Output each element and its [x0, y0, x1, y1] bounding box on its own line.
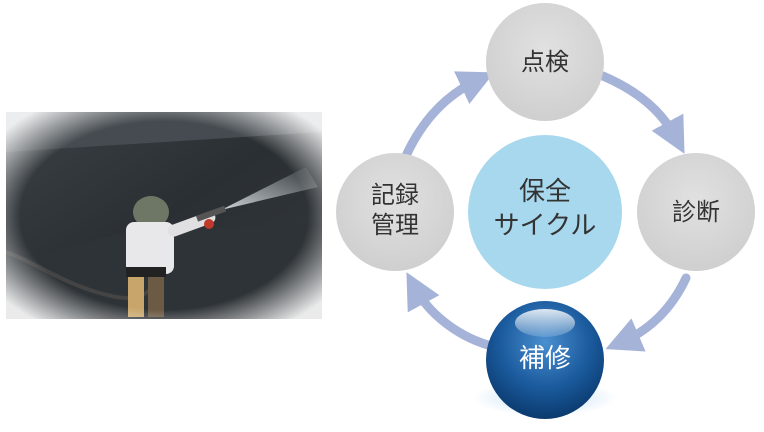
arrow-diagnosis-to-repair	[605, 273, 691, 352]
worker-photo-image	[6, 112, 322, 319]
node-repair	[486, 301, 604, 419]
node-records	[336, 153, 454, 271]
node-diagnosis	[637, 153, 755, 271]
arrow-records-to-inspection	[400, 71, 495, 163]
worker-photo	[6, 112, 322, 319]
arrow-inspection-to-diagnosis	[598, 71, 685, 154]
arrow-repair-to-records	[406, 272, 493, 350]
node-inspection	[486, 3, 604, 121]
center-circle	[468, 135, 622, 289]
repair-shine	[515, 309, 575, 337]
